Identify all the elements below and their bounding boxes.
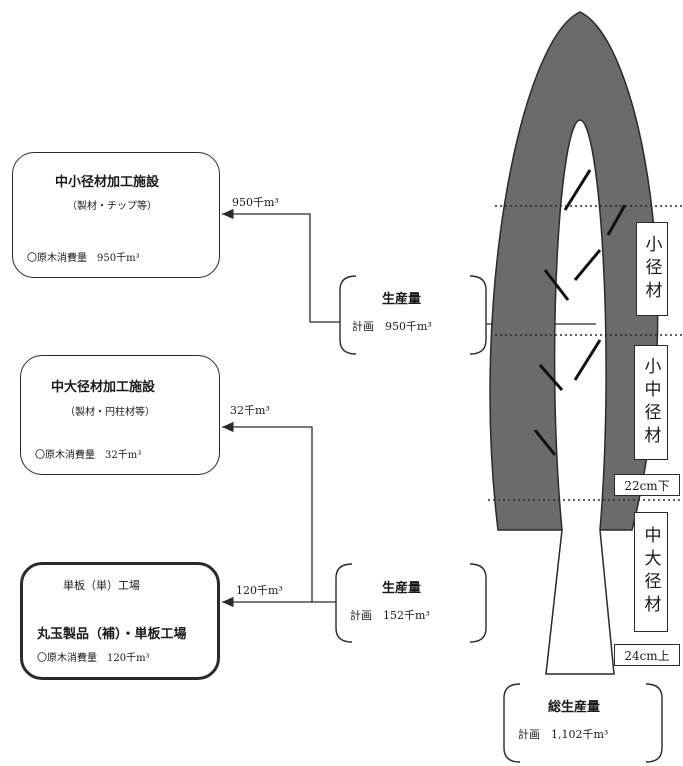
bracket-lower	[336, 564, 486, 642]
production-upper-plan: 計画 950千m³	[352, 318, 432, 334]
facility-small-medium-title: 中小径材加工施設	[55, 171, 159, 190]
plywood-line1: 単板（単）工場	[63, 577, 140, 593]
size-label-22: 22cm下	[614, 474, 680, 496]
flow-line-medium	[222, 427, 336, 602]
flow-label-small: 950千m³	[232, 194, 279, 210]
facility-small-medium: 中小径材加工施設 （製材・チップ等） 〇原木消費量 950千m³	[12, 152, 220, 278]
facility-plywood: 単板（単）工場 丸玉製品（補）・単板工場 〇原木消費量 120千m³	[20, 562, 220, 680]
facility-medium-large-subtitle: （製材・円柱材等）	[65, 403, 155, 418]
facility-medium-large: 中大径材加工施設 （製材・円柱材等） 〇原木消費量 32千m³	[20, 355, 220, 475]
plywood-consumption: 〇原木消費量 120千m³	[37, 649, 150, 664]
total-plan: 計画 1,102千m³	[518, 726, 608, 742]
facility-small-medium-consumption: 〇原木消費量 950千m³	[27, 249, 140, 264]
flow-label-medium: 32千m³	[230, 402, 270, 418]
plywood-line2: 丸玉製品（補）・単板工場	[37, 623, 187, 642]
production-lower-plan: 計画 152千m³	[350, 607, 430, 623]
tree-label-small-medium: 小中径材	[634, 345, 668, 460]
flow-line-small	[222, 214, 340, 322]
tree-label-medium-large: 中大径材	[634, 512, 668, 632]
total-title: 総生産量	[548, 696, 600, 715]
production-upper-title: 生産量	[382, 288, 421, 307]
facility-small-medium-subtitle: （製材・チップ等）	[67, 197, 157, 212]
tree-label-small: 小径材	[636, 222, 668, 316]
size-label-24: 24cm上	[614, 644, 680, 666]
facility-medium-large-title: 中大径材加工施設	[51, 376, 155, 395]
flow-label-plywood: 120千m³	[236, 582, 283, 598]
production-lower-title: 生産量	[382, 577, 421, 596]
facility-medium-large-consumption: 〇原木消費量 32千m³	[35, 446, 141, 461]
